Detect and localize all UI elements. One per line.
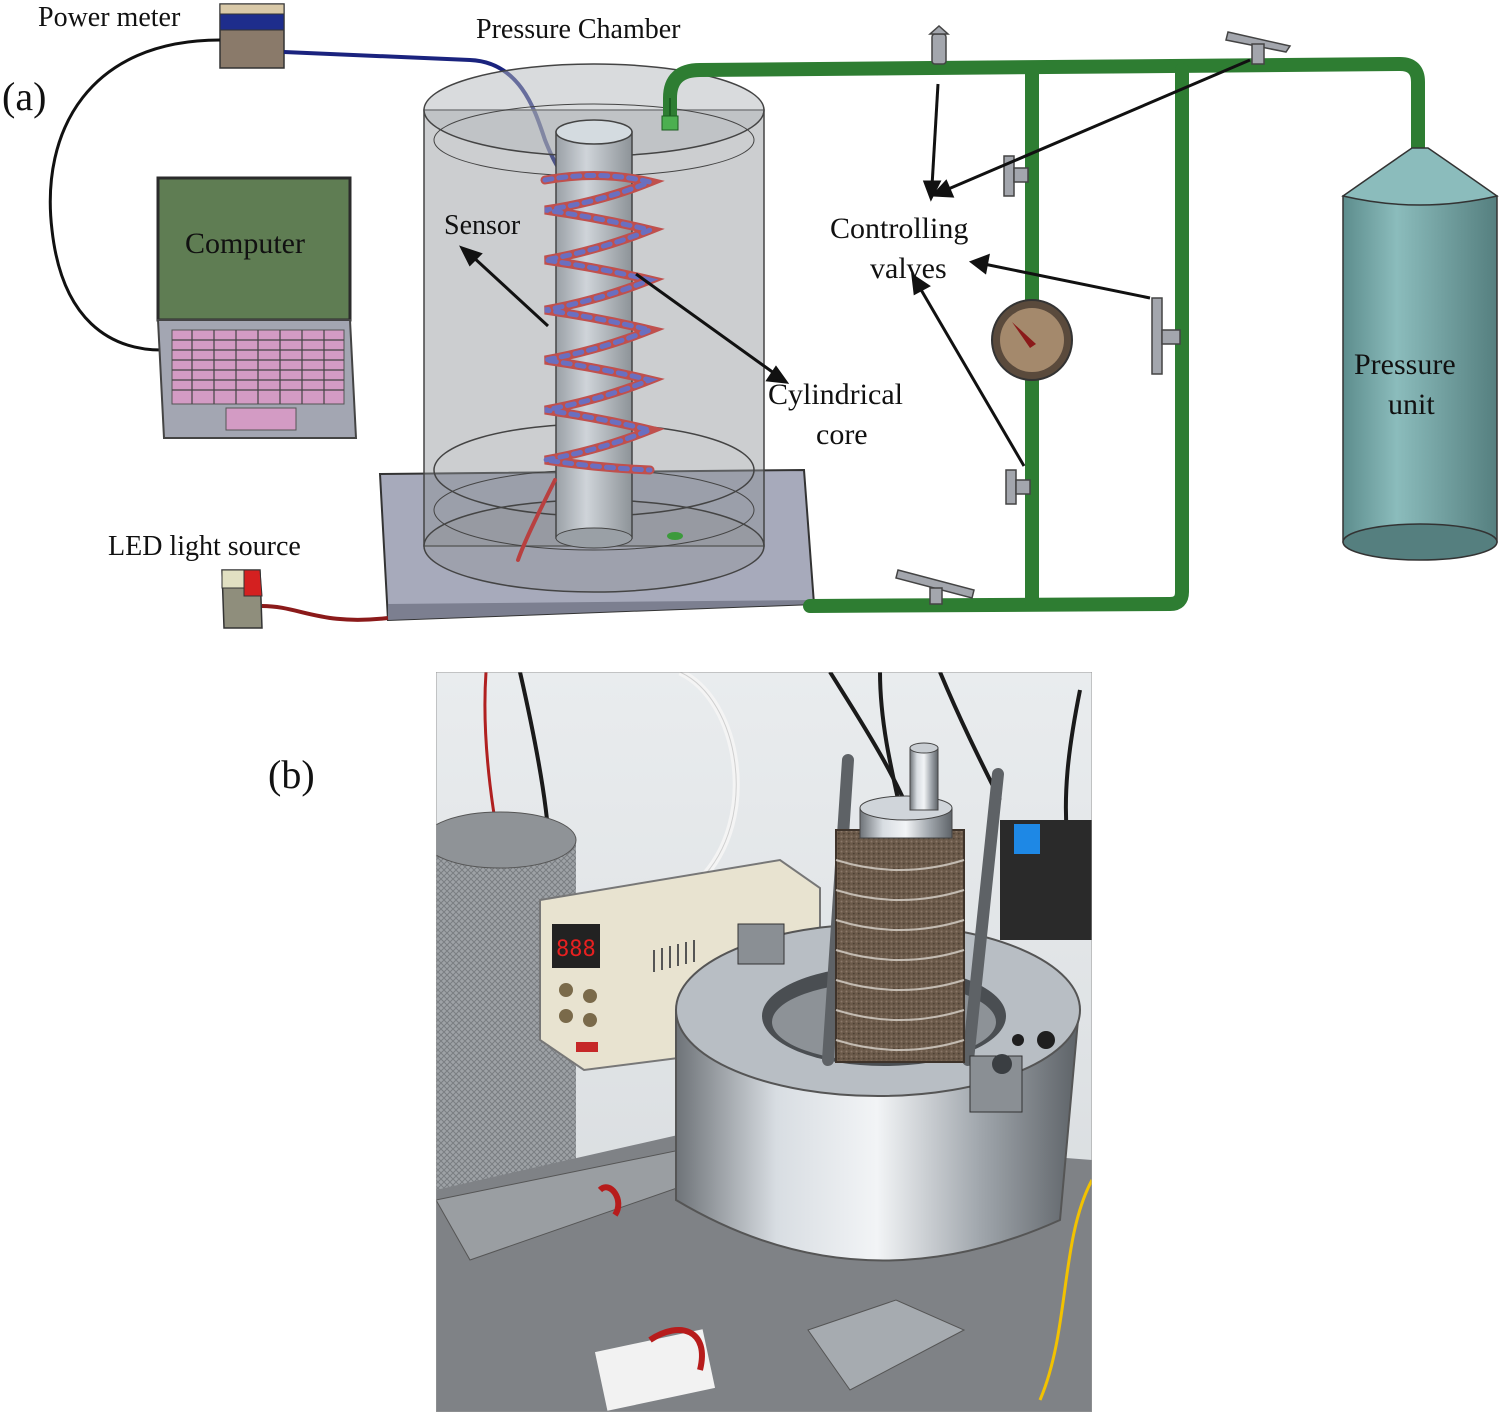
panel-b-label: (b) <box>268 752 315 797</box>
pressure-gauge <box>991 299 1073 381</box>
led-light-source-label: LED light source <box>108 531 301 562</box>
controlling-valves <box>895 24 1292 605</box>
pressure-chamber-label: Pressure Chamber <box>476 14 681 45</box>
cylindrical-core-label-1: Cylindrical <box>768 378 903 411</box>
panel-a-label: (a) <box>2 74 46 119</box>
valve-mid-left <box>1003 155 1029 197</box>
pressure-unit-label-1: Pressure <box>1354 348 1456 381</box>
computer-laptop <box>156 176 358 439</box>
cylindrical-core <box>555 119 633 549</box>
panel-b-photo: 888 <box>436 672 1092 1412</box>
sensor-label: Sensor <box>444 210 521 241</box>
valve-bottom <box>895 569 975 605</box>
power-meter-label: Power meter <box>38 2 181 33</box>
annotation-arrows <box>459 58 1251 467</box>
valve-lower-left <box>1005 469 1031 505</box>
cylindrical-core-label-2: core <box>816 418 868 451</box>
power-meter-device <box>219 3 285 69</box>
valve-mid-right <box>1151 297 1181 375</box>
valve-top-left <box>928 24 950 65</box>
controlling-valves-label-2: valves <box>870 252 947 285</box>
panel-a: (a) Power meter <box>2 2 1499 629</box>
led-light-source <box>221 569 389 629</box>
svg-text:888: 888 <box>556 937 596 962</box>
valve-top-right <box>1225 31 1292 65</box>
computer-cable <box>48 38 221 352</box>
sensor-helix <box>516 170 665 562</box>
pressure-unit-label-2: unit <box>1388 388 1435 421</box>
computer-label: Computer <box>185 227 305 260</box>
controlling-valves-label-1: Controlling <box>830 212 968 245</box>
pressure-unit-tank <box>1341 147 1499 561</box>
